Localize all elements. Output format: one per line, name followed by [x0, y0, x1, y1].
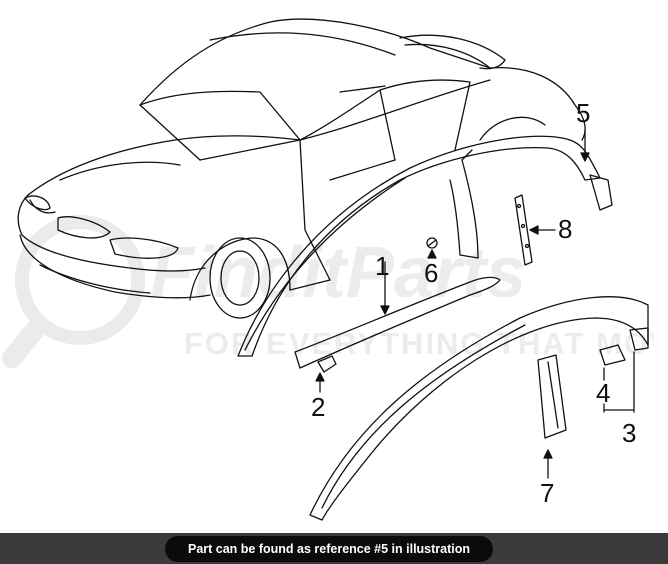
- caption-text: Part can be found as reference #5 in ill…: [187, 542, 471, 556]
- caption-pill: Part can be found as reference #5 in ill…: [165, 536, 493, 562]
- callout-4: 4: [596, 378, 611, 408]
- part-7-pillar-applique: [537, 354, 567, 479]
- part-6-screw: [426, 237, 438, 259]
- callout-3: 3: [622, 418, 637, 448]
- callout-5: 5: [576, 98, 591, 128]
- car-illustration: [17, 18, 586, 319]
- watermark-brand: FinditParts: [150, 233, 527, 313]
- callout-8: 8: [558, 214, 573, 244]
- callout-6: 6: [424, 258, 439, 288]
- part-1-roof-molding: [294, 261, 501, 369]
- callout-2: 2: [311, 392, 326, 422]
- part-3-rear-molding: [309, 296, 649, 521]
- magnifier-logo-icon: [2, 215, 145, 368]
- center-pillar-frame: [449, 149, 479, 259]
- part-8-weatherstrip: [514, 194, 556, 266]
- callout-7: 7: [540, 478, 555, 508]
- part-5-roof-side-molding: [237, 129, 613, 357]
- watermark-tagline: FOR EVERYTHING THAT MOVES: [184, 326, 654, 361]
- callout-1: 1: [375, 251, 390, 281]
- part-2-clip: [315, 355, 337, 393]
